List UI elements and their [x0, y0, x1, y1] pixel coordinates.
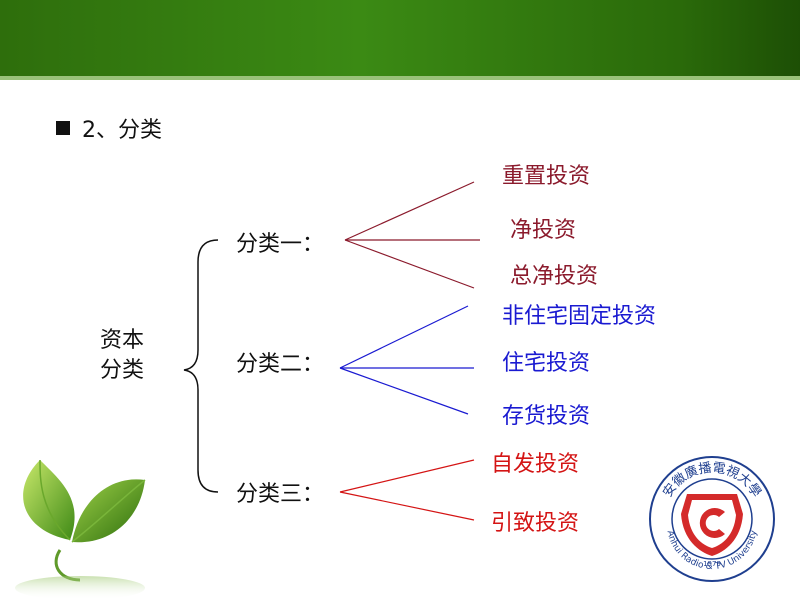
root-node: 资本 分类	[100, 326, 144, 386]
item-nonresidential-fixed-investment: 非住宅固定投资	[502, 304, 657, 329]
group3-connectors	[339, 459, 475, 521]
item-inventory-investment: 存货投资	[502, 404, 591, 429]
category-1-label: 分类一：	[236, 232, 325, 257]
university-logo-icon: 安徽廣播電視大學 Anhui Radio & TV University 197…	[649, 456, 775, 582]
header-band	[0, 0, 800, 76]
root-label-line1: 资本	[100, 328, 145, 353]
section-title: 2、分类	[82, 118, 162, 143]
item-replacement-investment: 重置投资	[502, 164, 591, 189]
root-brace	[183, 239, 219, 493]
leaf-decoration-icon	[15, 459, 146, 600]
header-divider	[0, 76, 800, 80]
logo-year: 1979	[703, 560, 721, 568]
item-autonomous-investment: 自发投资	[491, 452, 580, 477]
item-net-investment: 净投资	[510, 218, 577, 243]
item-induced-investment: 引致投资	[491, 511, 580, 536]
category-3-label: 分类三：	[236, 482, 325, 507]
group1-connectors	[344, 181, 480, 289]
category-2-label: 分类二：	[236, 352, 325, 377]
item-total-net-investment: 总净投资	[510, 264, 599, 289]
item-residential-investment: 住宅投资	[502, 351, 591, 376]
square-bullet-icon	[56, 121, 70, 135]
root-label-line2: 分类	[100, 358, 145, 383]
group2-connectors	[339, 305, 474, 415]
